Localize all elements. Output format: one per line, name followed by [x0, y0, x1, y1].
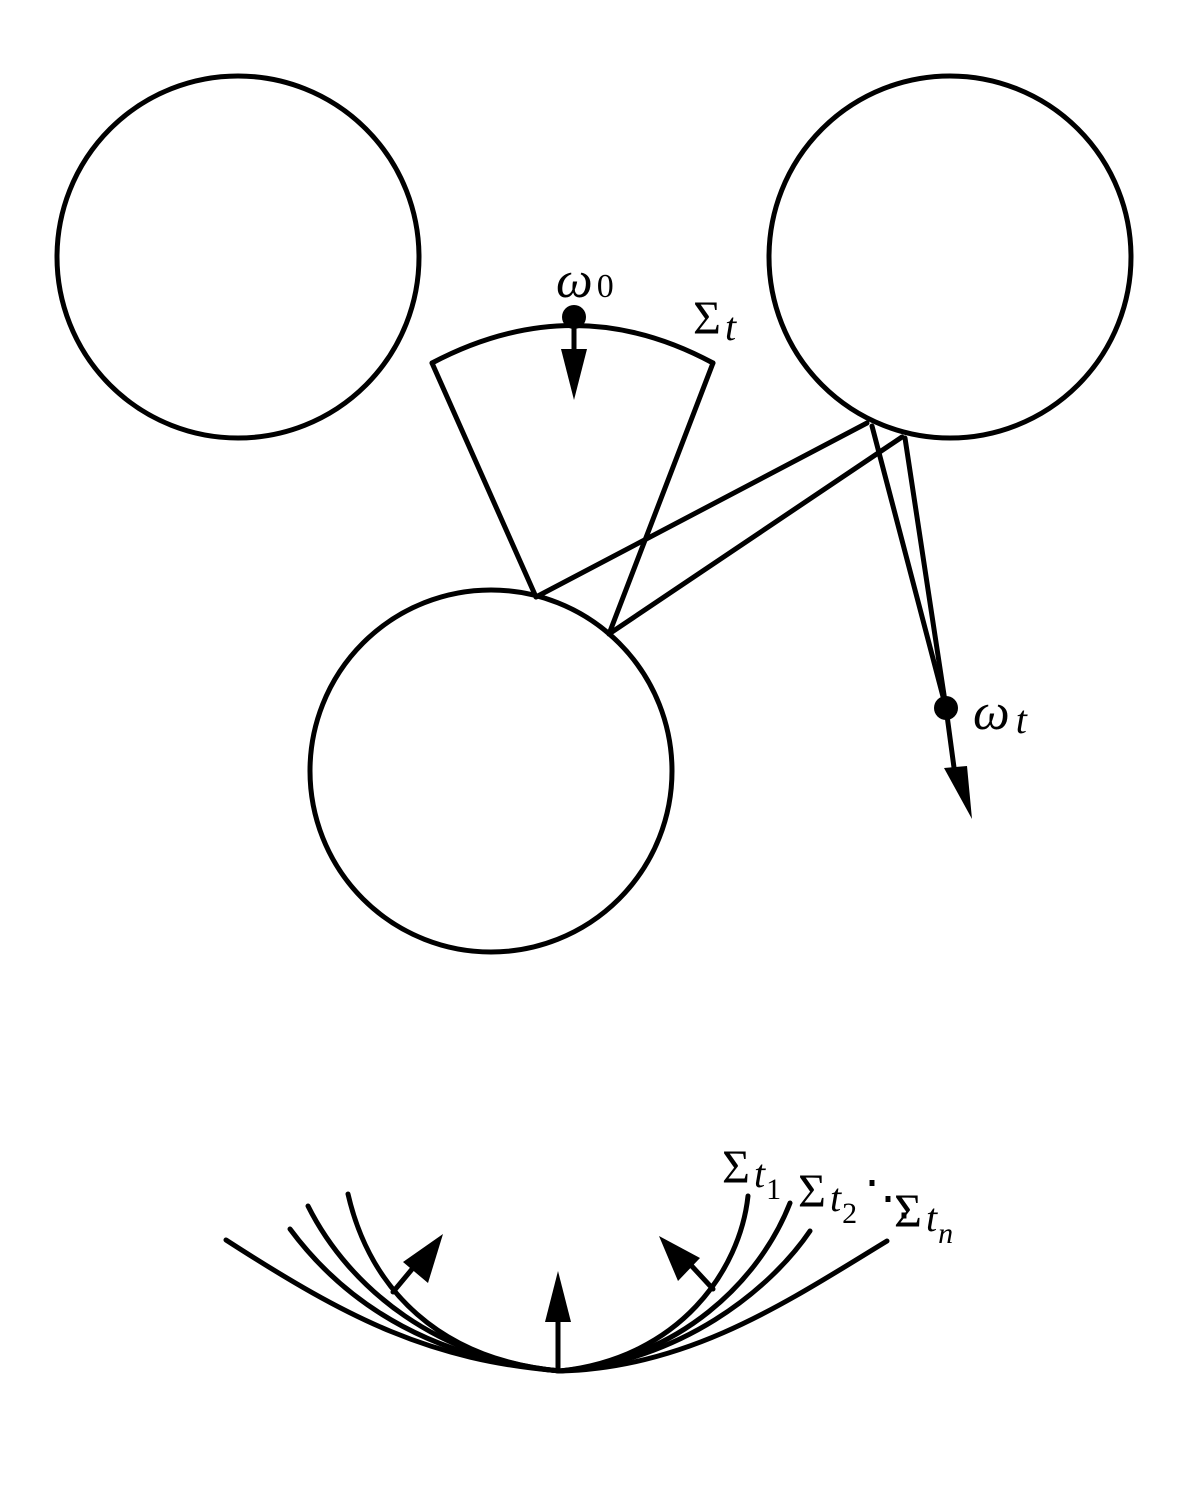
- omega0-symbol: ω: [556, 252, 593, 309]
- sigma-t-symbol: Σ: [693, 292, 721, 345]
- ray-left: [869, 423, 949, 711]
- arrowhead-omega0: [561, 349, 587, 400]
- label-dots: ⋱: [864, 1172, 912, 1225]
- sigma-t-subscript: t: [725, 304, 737, 349]
- sigma-t1-subsubscript: 1: [766, 1173, 781, 1206]
- normal-arrow-right-head: [659, 1236, 700, 1281]
- sigma-tn-subscript: t: [926, 1195, 938, 1240]
- circle-bottom: [307, 587, 675, 955]
- tube-line-lower: [606, 434, 905, 637]
- omegat-subscript: t: [1016, 697, 1028, 742]
- sigma-t1-subscript: t: [754, 1151, 766, 1196]
- normal-arrow-center-head: [545, 1271, 571, 1322]
- ray-right: [902, 435, 949, 711]
- circle-top-right: [766, 73, 1134, 441]
- sigma-tn-symbol: Σ: [894, 1185, 922, 1238]
- wedge-left-edge: [429, 360, 539, 600]
- omega0-subscript: 0: [597, 268, 614, 305]
- tube-line-upper: [533, 420, 870, 600]
- sigma-tn-subsubscript: n: [938, 1217, 953, 1250]
- arrowhead-omegat: [944, 766, 972, 819]
- wedge-right-edge: [606, 360, 716, 637]
- omegat-point: [934, 696, 958, 720]
- sigma-t1-symbol: Σ: [722, 1141, 750, 1194]
- normal-arrow-left-head: [403, 1234, 443, 1283]
- omegat-symbol: ω: [973, 684, 1010, 741]
- circle-top-left: [54, 73, 422, 441]
- sigma-t2-symbol: Σ: [798, 1165, 826, 1218]
- curve-sigma-t1b: [305, 1200, 793, 1374]
- sigma-t2-subsubscript: 2: [842, 1197, 857, 1230]
- normal-arrow-right-shaft: [685, 1259, 716, 1292]
- sigma-t2-subscript: t: [830, 1175, 842, 1220]
